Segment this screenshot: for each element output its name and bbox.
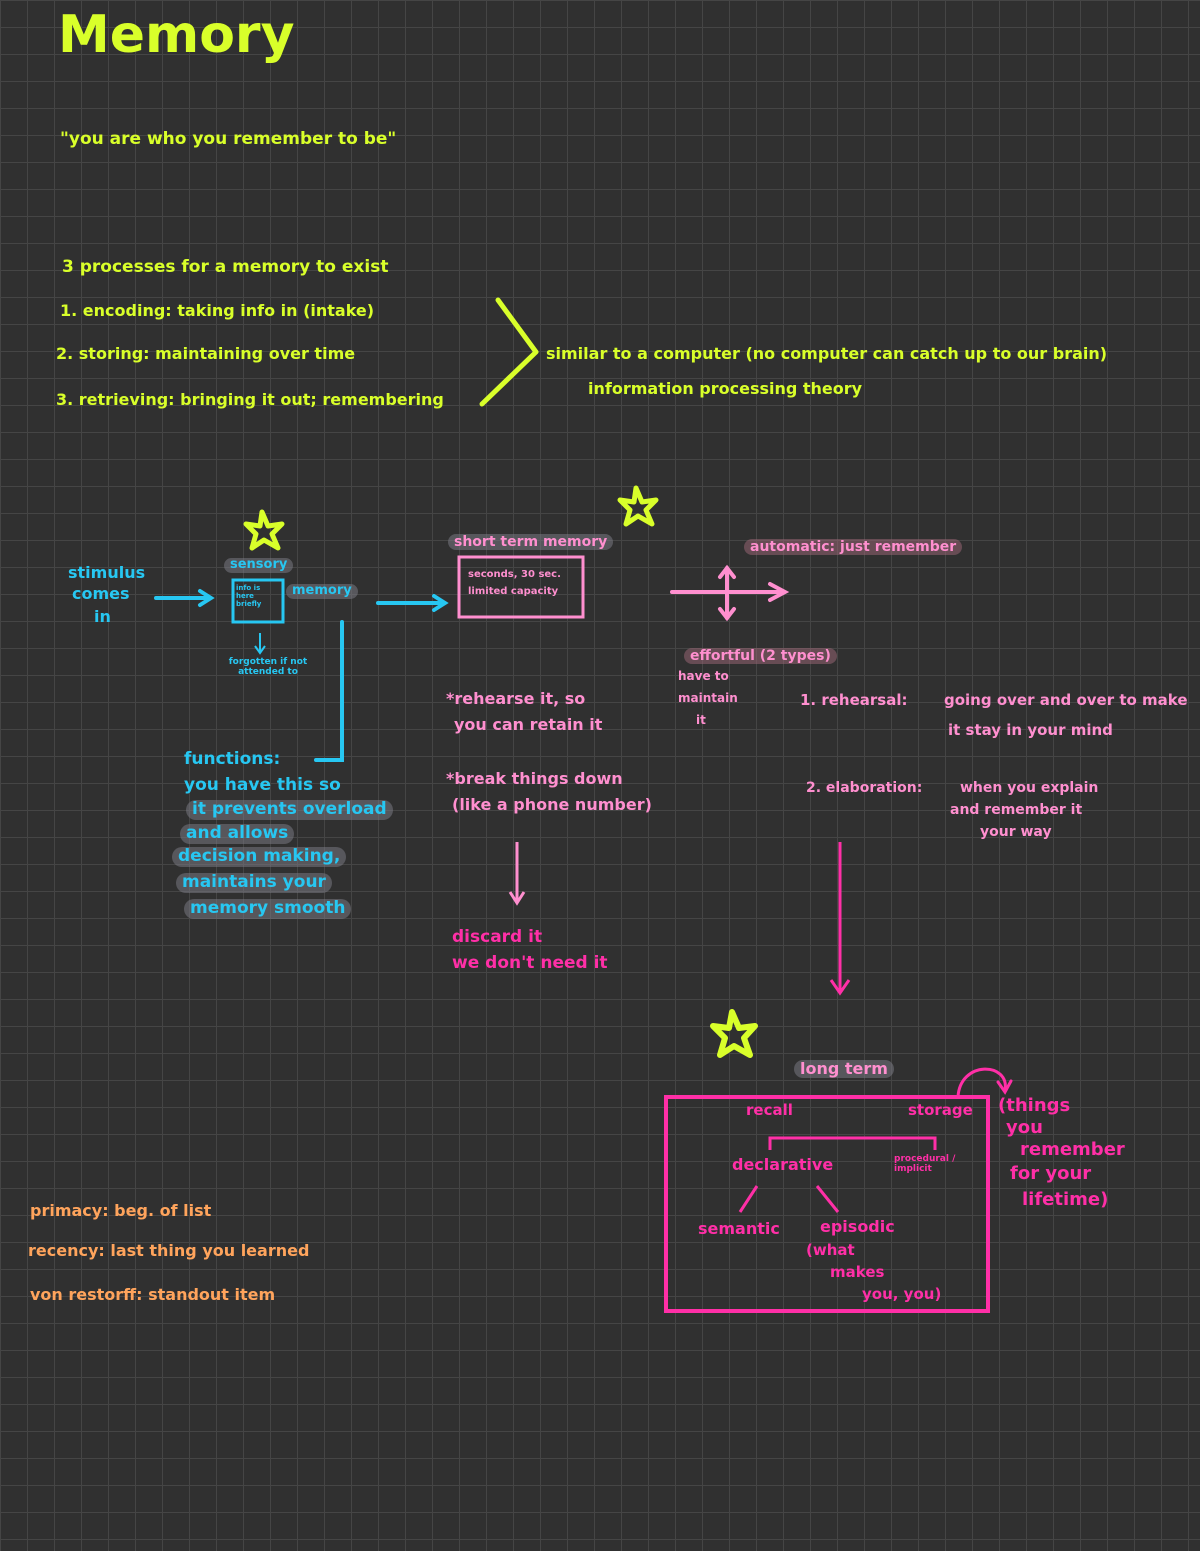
functions-line: and allows bbox=[180, 823, 295, 844]
rehearse-note: you can retain it bbox=[454, 715, 603, 734]
bracket-stroke bbox=[479, 297, 539, 407]
effortful-side: it bbox=[696, 713, 706, 727]
semantic-label: semantic bbox=[698, 1219, 780, 1238]
elaboration-head: 2. elaboration: bbox=[806, 780, 923, 796]
effortful-side: have to bbox=[678, 669, 729, 683]
star-icon-shortterm bbox=[617, 485, 659, 527]
sensory-label: sensory bbox=[224, 557, 294, 573]
things-note: lifetime) bbox=[1022, 1189, 1109, 1210]
stimulus-text: stimulus bbox=[68, 563, 146, 582]
stimulus-text: comes bbox=[72, 584, 130, 603]
episodic-label: episodic bbox=[820, 1217, 895, 1236]
sensory-box bbox=[231, 578, 285, 624]
things-note: you bbox=[1006, 1117, 1043, 1138]
effortful-label: effortful (2 types) bbox=[684, 648, 837, 665]
arrow-cross bbox=[670, 564, 790, 622]
star-icon-sensory bbox=[243, 509, 285, 551]
process-item: 2. storing: maintaining over time bbox=[56, 344, 356, 363]
functions-line: you have this so bbox=[184, 775, 341, 795]
sensory-label: memory bbox=[286, 583, 358, 599]
discard-note: we don't need it bbox=[452, 953, 608, 973]
episodic-note: you, you) bbox=[862, 1285, 942, 1303]
arrow-to-discard bbox=[508, 842, 526, 906]
similar-note: similar to a computer (no computer can c… bbox=[546, 344, 1108, 363]
arrow-sensory-down bbox=[254, 633, 266, 655]
process-item: 1. encoding: taking info in (intake) bbox=[60, 301, 375, 320]
discard-note: discard it bbox=[452, 927, 543, 947]
rehearsal-text: it stay in your mind bbox=[948, 721, 1113, 739]
shortterm-box-text: limited capacity bbox=[468, 586, 559, 597]
arrow-sensory-to-shortterm bbox=[376, 594, 449, 612]
elaboration-text: your way bbox=[980, 824, 1052, 840]
declarative-label: declarative bbox=[732, 1155, 834, 1174]
star-icon-longterm bbox=[710, 1009, 758, 1058]
shortterm-box-text: seconds, 30 sec. bbox=[468, 569, 561, 580]
storage-label: storage bbox=[908, 1101, 973, 1119]
processes-heading: 3 processes for a memory to exist bbox=[62, 257, 389, 277]
functions-line: it prevents overload bbox=[186, 799, 393, 820]
serial-position-note: von restorff: standout item bbox=[30, 1285, 276, 1304]
forgotten-note: forgotten if not attended to bbox=[228, 657, 308, 678]
elaboration-text: and remember it bbox=[950, 802, 1083, 818]
loop-arrow bbox=[956, 1067, 1013, 1099]
things-note: for your bbox=[1010, 1163, 1092, 1184]
rehearsal-text: going over and over to make bbox=[944, 691, 1188, 709]
arrow-to-longterm bbox=[829, 842, 851, 996]
procedural-label: procedural / implicit bbox=[894, 1154, 956, 1175]
longterm-label: long term bbox=[794, 1059, 894, 1079]
functions-line: decision making, bbox=[172, 846, 347, 867]
chunk-note: *break things down bbox=[446, 769, 623, 788]
automatic-label: automatic: just remember bbox=[744, 539, 963, 556]
things-note: (things bbox=[998, 1095, 1071, 1116]
theory-note: information processing theory bbox=[588, 379, 863, 398]
recall-label: recall bbox=[746, 1101, 793, 1119]
shortterm-box bbox=[457, 555, 585, 619]
page-title: Memory bbox=[58, 5, 295, 65]
sensory-box-text: info is here briefly bbox=[236, 584, 262, 609]
serial-position-note: primacy: beg. of list bbox=[30, 1201, 212, 1220]
functions-line: memory smooth bbox=[184, 898, 352, 919]
episodic-note: makes bbox=[830, 1263, 885, 1281]
stimulus-text: in bbox=[94, 607, 111, 626]
elaboration-text: when you explain bbox=[960, 780, 1099, 796]
serial-position-note: recency: last thing you learned bbox=[28, 1241, 310, 1260]
chunk-note: (like a phone number) bbox=[452, 795, 652, 814]
functions-line: functions: bbox=[184, 749, 281, 769]
hierarchy-lines bbox=[738, 1136, 937, 1213]
functions-line: maintains your bbox=[176, 872, 332, 893]
effortful-side: maintain bbox=[678, 691, 738, 705]
things-note: remember bbox=[1020, 1139, 1125, 1160]
rehearse-note: *rehearse it, so bbox=[446, 689, 586, 708]
shortterm-label: short term memory bbox=[448, 534, 614, 551]
quote: "you are who you remember to be" bbox=[60, 129, 397, 149]
longterm-box bbox=[664, 1095, 990, 1313]
arrow-stimulus-to-sensory bbox=[154, 589, 215, 607]
connector-to-functions bbox=[314, 620, 344, 762]
rehearsal-head: 1. rehearsal: bbox=[800, 691, 908, 709]
episodic-note: (what bbox=[806, 1241, 855, 1259]
process-item: 3. retrieving: bringing it out; remember… bbox=[56, 390, 444, 409]
